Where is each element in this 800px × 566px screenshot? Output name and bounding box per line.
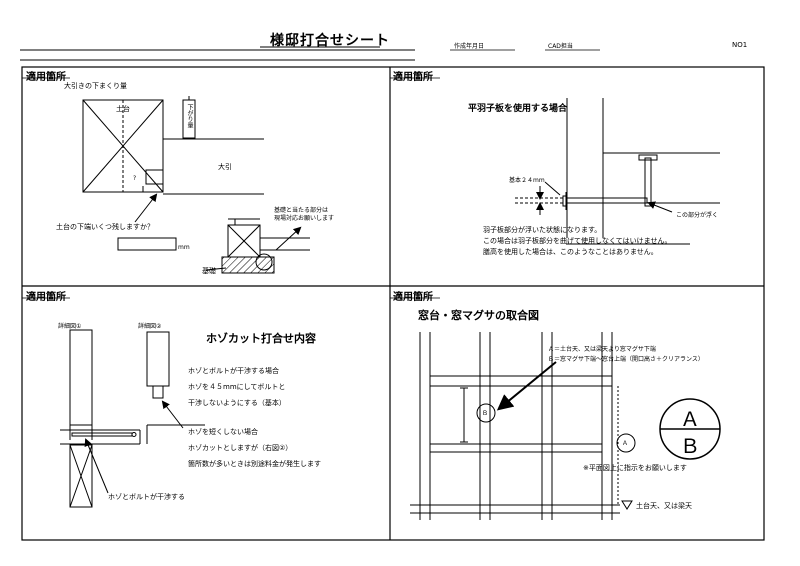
panel1-section-label: 適用箇所: [26, 72, 66, 83]
panel3-line2: ホゾを４５mmにしてボルトと: [188, 383, 286, 391]
dodai-label: 土台: [116, 105, 130, 113]
cad-label: CAD担当: [548, 43, 573, 50]
dodai-question: 土台の下端いくつ残しますか？: [56, 223, 154, 231]
legend-a: Ａ＝土台天、又は梁天より窓マグサ下端: [548, 346, 656, 353]
panel4-title: 窓台・窓マグサの取合図: [418, 309, 539, 322]
panel2-note-line2: この場合は羽子板部分を曲げて使用しなくてはいけません。: [483, 237, 672, 245]
dimension-label: 基本２４mm: [509, 177, 545, 184]
question-mark: ?: [133, 175, 137, 182]
panel3-line7: ホゾとボルトが干渉する: [108, 493, 185, 501]
panel2-title: 平羽子板を使用する場合: [468, 104, 568, 114]
panel3-line1: ホゾとボルトが干渉する場合: [188, 367, 279, 375]
sheet-title: 様邸打合せシート: [270, 33, 390, 49]
page-number: NO1: [732, 41, 748, 49]
big-label-a: Ａ: [680, 407, 700, 431]
panel3-line4: ホゾを短くしない場合: [188, 428, 258, 436]
detail2-label: 詳細図②: [138, 323, 162, 330]
detail1-label: 詳細図①: [58, 323, 82, 330]
panel4-drawing: [410, 332, 721, 520]
panel3-title: ホゾカット打合せ内容: [206, 332, 316, 345]
panel4-section-label: 適用箇所: [393, 292, 433, 303]
sagari-label: 下がり量: [186, 104, 193, 128]
panel3-line6: 箇所数が多いときは別途料金が発生します: [188, 460, 321, 468]
panel1-drawing: [82, 96, 310, 274]
header-lines: [20, 46, 600, 61]
panel2-note-line3: 膳高を使用した場合は、このようなことはありません。: [483, 248, 658, 256]
panel3-section-label: 適用箇所: [26, 292, 66, 303]
big-label-b: Ｂ: [680, 434, 700, 458]
bottom-label: 土台天、又は梁天: [636, 502, 692, 510]
panel1-subtitle: 大引きの下まくり量: [64, 82, 127, 90]
kiso-note-line1: 基礎と当たる部分は: [274, 207, 329, 214]
legend-b: Ｂ＝窓マグサ下端～窓台上端（開口高さ＋クリアランス）: [548, 356, 704, 363]
circle-b-label: Ｂ: [482, 410, 489, 417]
kiso-note-line2: 現場対応お願いします: [274, 215, 335, 222]
panel2-drawing: [515, 98, 720, 245]
panel3-drawing: [60, 329, 205, 508]
obiki-label: 大引: [218, 163, 232, 171]
panel3-line5: ホゾカットとしますが（右図②）: [188, 444, 293, 452]
mm-unit: mm: [178, 244, 190, 251]
panel3-line3: 干渉しないようにする（基本）: [188, 399, 286, 407]
panel2-section-label: 適用箇所: [393, 72, 433, 83]
circle-a-label: Ａ: [622, 440, 629, 447]
float-label: この部分が浮く: [676, 212, 719, 219]
kiso-label: 基礎: [202, 267, 216, 275]
panel-frames: [21, 66, 765, 541]
date-label: 作成年月日: [454, 43, 485, 50]
plan-note: ※平面図上に指示をお願いします: [583, 464, 687, 472]
panel2-note-line1: 羽子板部分が浮いた状態になります。: [483, 226, 602, 234]
